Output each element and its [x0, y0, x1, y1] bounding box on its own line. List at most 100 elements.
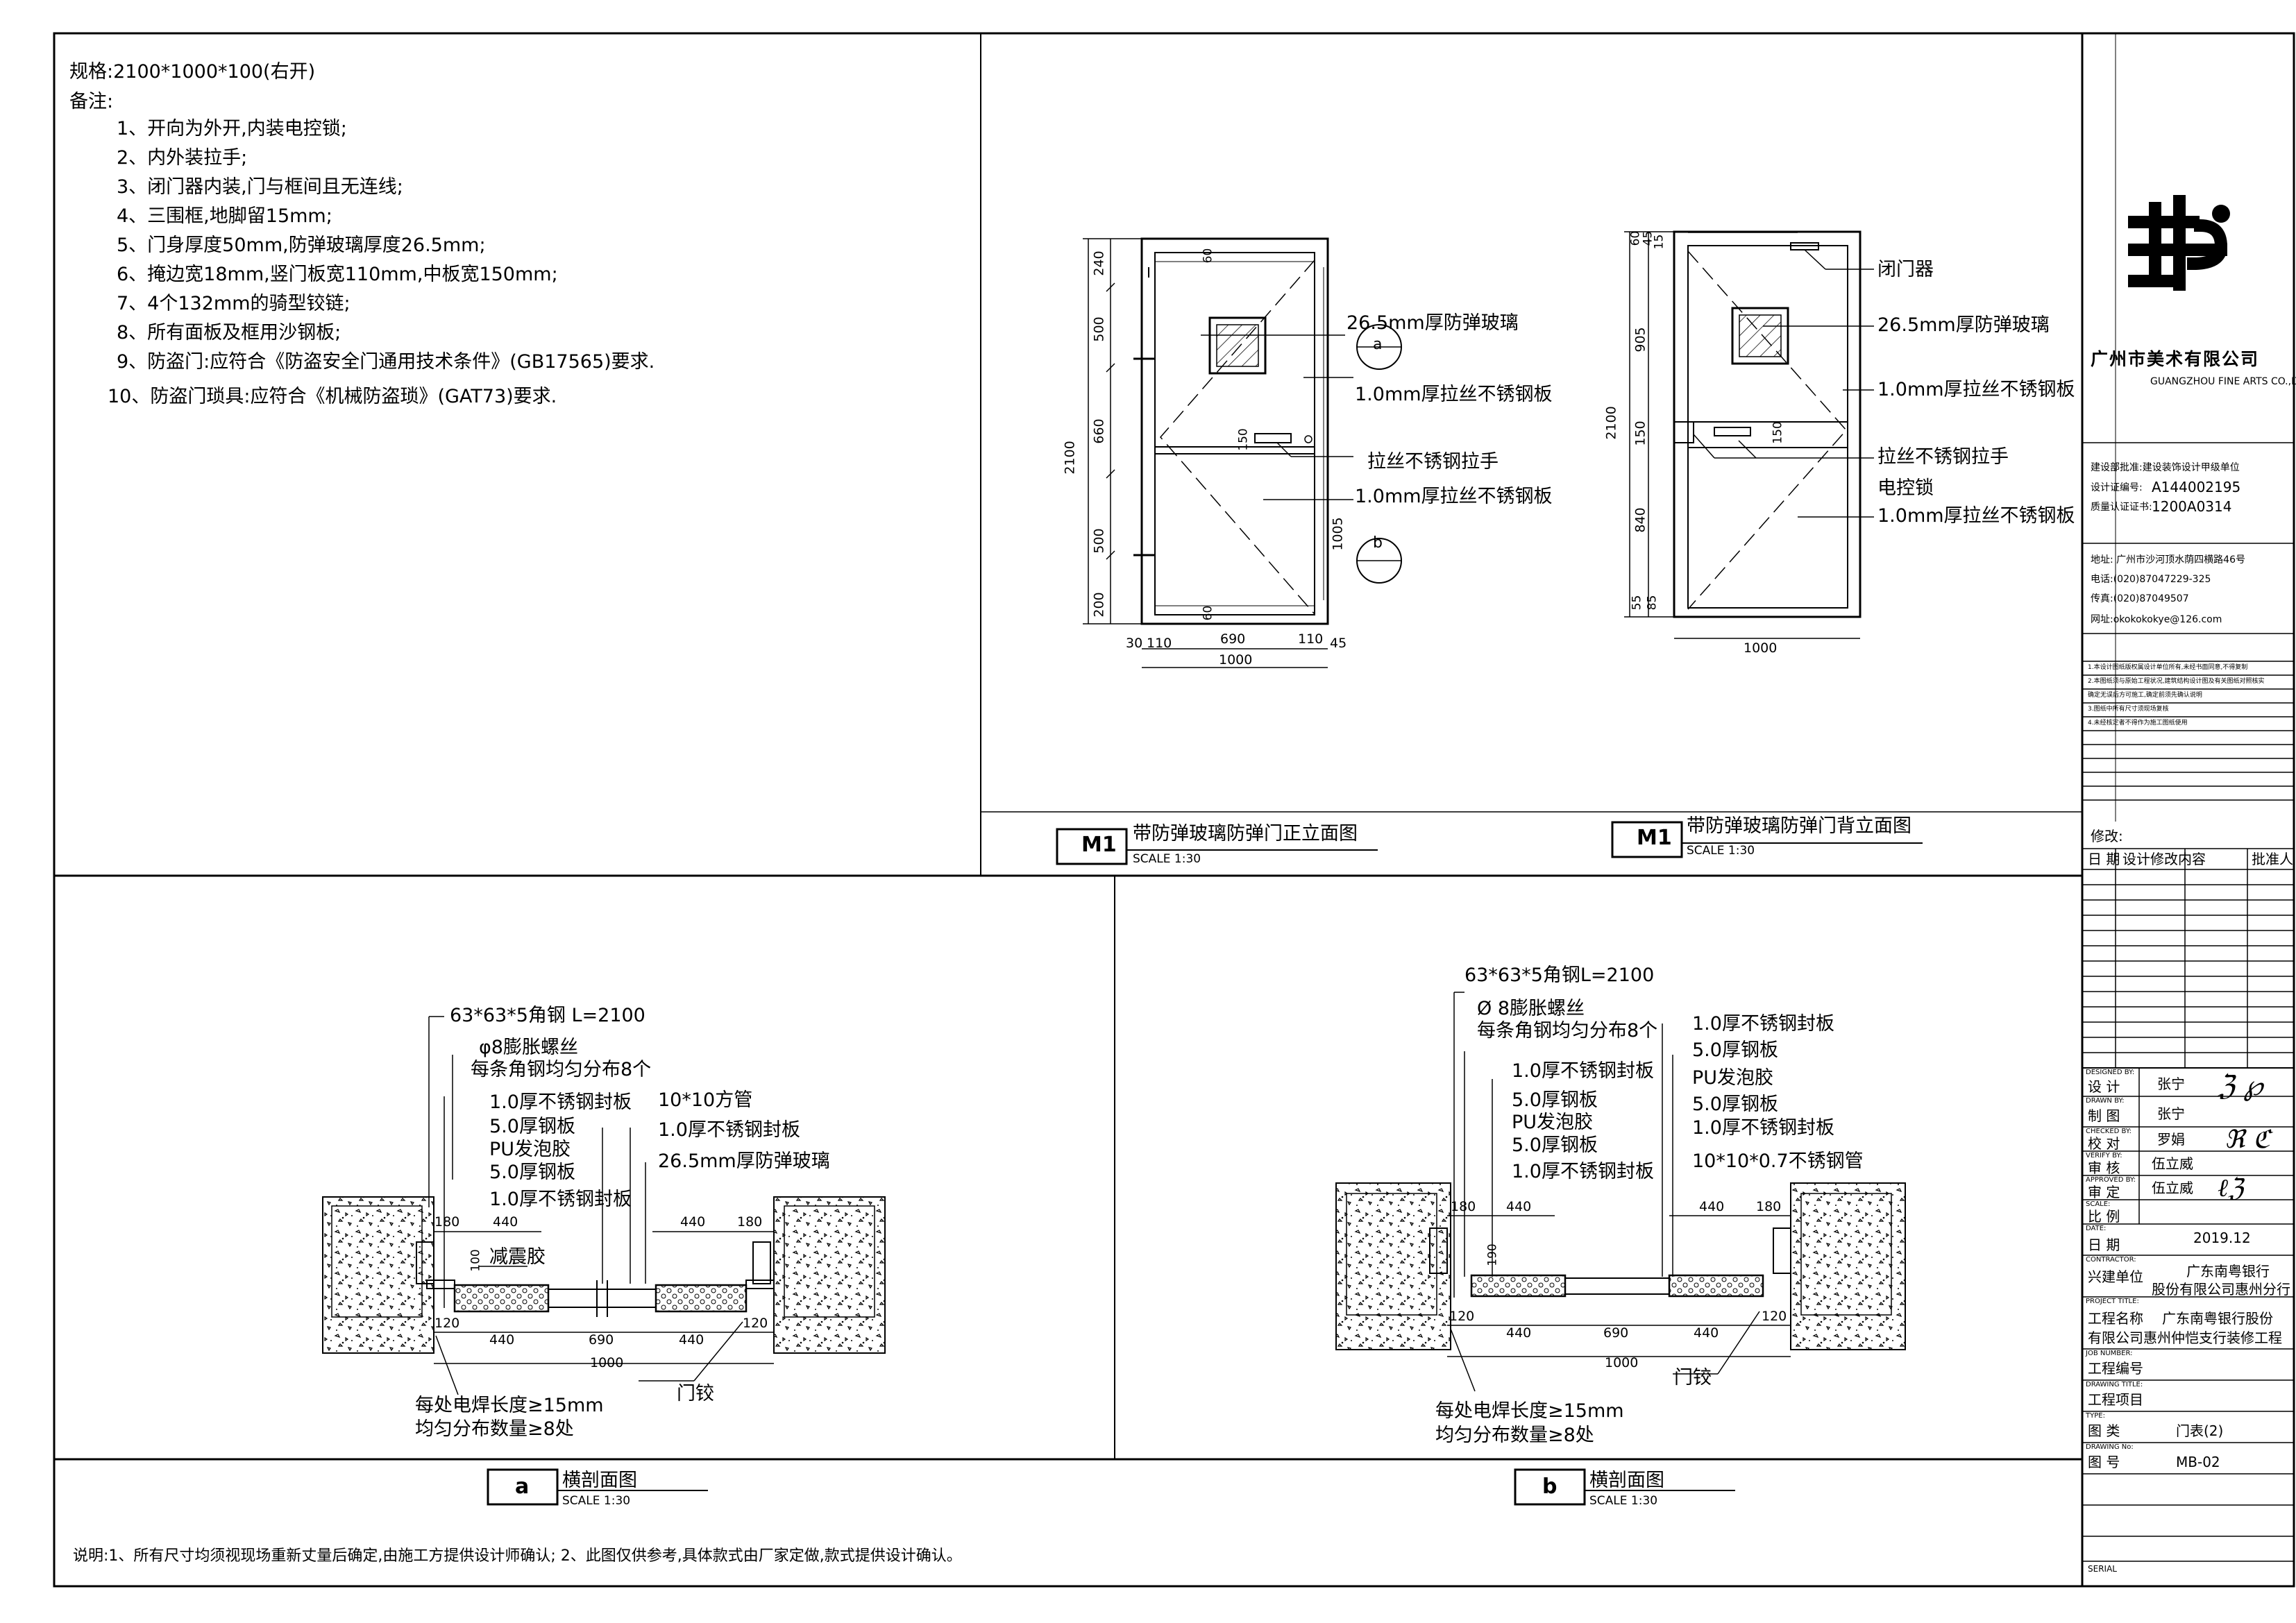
note-item: 9、防盗门:应符合《防盗安全门通用技术条件》(GB17565)要求. [117, 351, 655, 373]
dim-label: 30 [1126, 636, 1143, 651]
signature-checker: ℜ ℭ [2225, 1125, 2271, 1154]
back-label-glass: 26.5mm厚防弹玻璃 [1877, 314, 2050, 336]
sec-a-label: 1.0厚不锈钢封板 [489, 1189, 632, 1210]
dim-label: 180 [434, 1214, 460, 1230]
approved-label: 审 定 [2088, 1184, 2120, 1200]
company-name: 广州市美术有限公司 [2091, 349, 2260, 369]
dim-label: 440 [1699, 1199, 1725, 1214]
sec-a-label: 26.5mm厚防弹玻璃 [658, 1150, 830, 1172]
scale-en: SCALE: [2086, 1200, 2111, 1208]
footer-note: 说明:1、所有尺寸均须视现场重新丈量后确定,由施工方提供设计师确认; 2、此图仅… [73, 1547, 962, 1565]
dim-label: 60 [1201, 605, 1215, 621]
back-elevation-door [1673, 230, 1862, 618]
drawing-no-en: DRAWING No: [2086, 1443, 2134, 1451]
front-label-steel-bottom: 1.0mm厚拉丝不锈钢板 [1355, 486, 1553, 507]
dim-label: 110 [1147, 636, 1172, 651]
serial-label: SERIAL [2088, 1564, 2117, 1574]
cert-1: 建设部批准:建设装饰设计甲级单位 [2091, 462, 2240, 473]
sec-a-label: PU发泡胶 [489, 1139, 571, 1160]
drawn-en: DRAWN BY: [2086, 1097, 2125, 1105]
sec-b-label: 5.0厚钢板 [1512, 1135, 1598, 1156]
back-label-steel-top: 1.0mm厚拉丝不锈钢板 [1877, 379, 2075, 400]
website: 网址:okokokokye@126.com [2091, 614, 2222, 625]
dim-label: 150 [1771, 421, 1785, 444]
front-elevation-door [1133, 237, 1329, 625]
dim-label: 690 [1220, 631, 1246, 647]
date-value: 2019.12 [2193, 1230, 2251, 1246]
type-label: 图 类 [2088, 1422, 2120, 1439]
section-a-scale: SCALE 1:30 [562, 1494, 631, 1508]
dim-label: 55 [1630, 595, 1644, 611]
dim-label: 200 [1091, 592, 1107, 618]
contractor-value: 广东南粤银行 [2186, 1263, 2270, 1280]
note-item: 7、4个132mm的骑型铰链; [117, 293, 351, 314]
back-tag: M1 [1637, 826, 1672, 850]
sec-a-label: 门铰 [677, 1383, 714, 1404]
sec-b-label: PU发泡胶 [1512, 1112, 1594, 1133]
signature-approver: ℓℨ [2218, 1174, 2244, 1203]
revision-heading: 修改: [2091, 828, 2123, 844]
back-total-width: 1000 [1744, 640, 1778, 656]
dim-label: 905 [1632, 327, 1648, 352]
date-en: DATE: [2086, 1225, 2107, 1232]
dim-label: 45 [1330, 636, 1347, 651]
date-label: 日 期 [2088, 1237, 2120, 1253]
back-total-height: 2100 [1603, 406, 1619, 440]
section-b-tag: b [1542, 1475, 1558, 1499]
sec-a-label: 1.0厚不锈钢封板 [489, 1091, 632, 1113]
checked-label: 校 对 [2088, 1135, 2120, 1152]
drawn-label: 制 图 [2088, 1107, 2120, 1124]
sec-b-label: Ø 8膨胀螺丝 [1477, 998, 1585, 1019]
front-label-steel-top: 1.0mm厚拉丝不锈钢板 [1355, 384, 1553, 405]
disclaimer: 4.未经核定者不得作为施工图纸使用 [2088, 720, 2188, 726]
verify-en: VERIFY BY: [2086, 1152, 2122, 1159]
sec-b-label: 每条角钢均匀分布8个 [1477, 1020, 1658, 1042]
verifier-name: 伍立威 [2152, 1155, 2193, 1172]
drawing-no-value: MB-02 [2176, 1454, 2220, 1470]
dim-label: 840 [1632, 507, 1648, 533]
type-value: 门表(2) [2176, 1422, 2224, 1439]
dim-label: 440 [679, 1332, 704, 1348]
sec-b-label: 10*10*0.7不锈钢管 [1692, 1150, 1864, 1172]
designed-en: DESIGNED BY: [2086, 1069, 2135, 1076]
back-scale: SCALE 1:30 [1687, 844, 1755, 858]
section-a-title: 横剖面图 [562, 1470, 637, 1491]
contractor-en: CONTRACTOR: [2086, 1256, 2136, 1264]
disclaimer: 1.本设计图纸版权属设计单位所有,未经书面同意,不得复制 [2088, 664, 2248, 671]
sec-b-label: 门铰 [1674, 1367, 1712, 1388]
contractor-label: 兴建单位 [2088, 1268, 2143, 1285]
dim-label: 150 [1236, 428, 1251, 451]
dim-label: 440 [1506, 1325, 1532, 1341]
dim-label: 180 [1756, 1199, 1782, 1214]
scale-label: 比 例 [2088, 1208, 2120, 1225]
sec-a-label: 减震胶 [489, 1246, 546, 1268]
cert-2-label: 设计证编号: [2091, 482, 2143, 493]
telephone: 电话:(020)87047229-325 [2091, 574, 2211, 585]
section-b-title: 横剖面图 [1589, 1470, 1664, 1491]
sec-a-label: φ8膨胀螺丝 [479, 1037, 578, 1058]
project-value-2: 有限公司惠州仲恺支行装修工程 [2088, 1329, 2282, 1346]
project-en: PROJECT TITLE: [2086, 1298, 2139, 1305]
front-label-handle: 拉丝不锈钢拉手 [1367, 451, 1499, 473]
job-label: 工程编号 [2088, 1360, 2143, 1377]
front-title: 带防弹玻璃防弹门正立面图 [1133, 823, 1358, 844]
designer-name: 张宁 [2157, 1076, 2185, 1092]
dim-label: 85 [1645, 595, 1660, 611]
address: 地址: 广州市沙河顶水荫四横路46号 [2091, 554, 2245, 566]
sec-a-label: 63*63*5角钢 L=2100 [450, 1005, 645, 1026]
sec-a-label: 每处电焊长度≥15mm [415, 1395, 604, 1416]
dim-label: 500 [1091, 528, 1107, 554]
designed-label: 设 计 [2088, 1078, 2120, 1095]
dim-label: 690 [1603, 1325, 1629, 1341]
cert-2: A144002195 [2152, 479, 2241, 495]
back-title: 带防弹玻璃防弹门背立面图 [1687, 815, 1911, 837]
sec-b-label: 1.0厚不锈钢封板 [1512, 1060, 1654, 1082]
drawing-title-en: DRAWING TITLE: [2086, 1381, 2143, 1388]
dim-label: 120 [743, 1316, 768, 1331]
sec-b-label: 5.0厚钢板 [1512, 1089, 1598, 1111]
dim-label: 150 [1632, 420, 1648, 446]
rev-header-content: 设计修改内容 [2122, 851, 2206, 867]
project-label: 工程名称 [2088, 1310, 2143, 1327]
note-item: 5、门身厚度50mm,防弹玻璃厚度26.5mm; [117, 235, 486, 256]
